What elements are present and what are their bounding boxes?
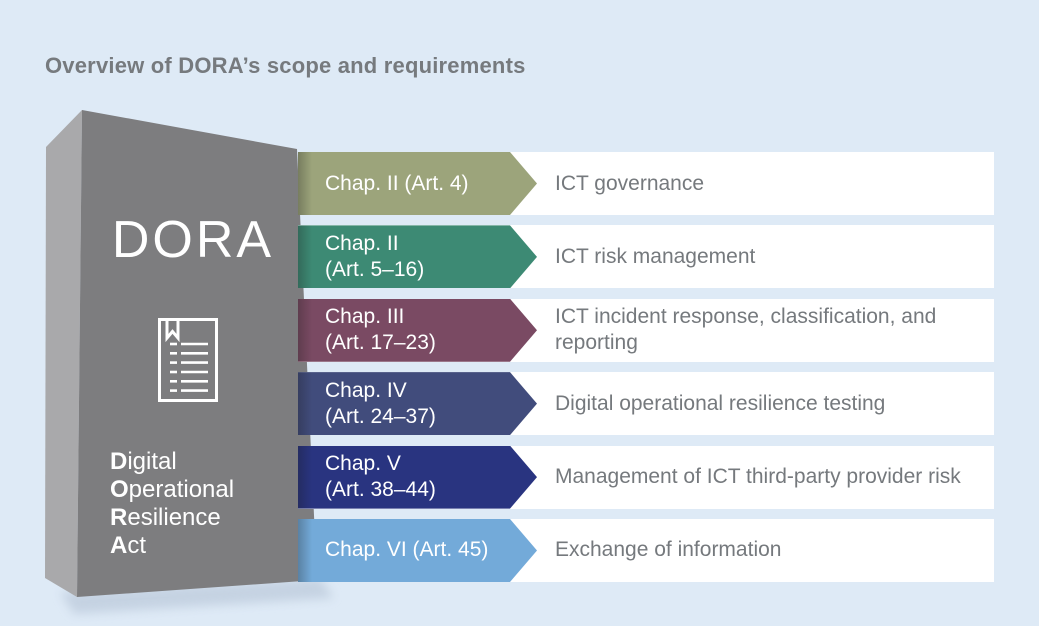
row-description: ICT governance [555,171,705,195]
dora-expansion: Digital Operational Resilience Act [110,448,234,560]
row-resilience-testing: Chap. IV (Art. 24–37) Digital operationa… [298,372,994,436]
document-list-icon [158,318,218,402]
expansion-line-act: Act [110,532,147,559]
row-third-party-risk: Chap. V (Art. 38–44) Management of ICT t… [298,445,994,509]
expansion-line-operational: Operational [110,476,235,503]
row-description: ICT incident response, classification, a… [555,305,937,355]
dora-acronym: DORA [111,211,275,269]
page-title: Overview of DORA’s scope and requirement… [45,53,526,78]
expansion-line-resilience: Resilience [110,504,221,531]
row-ict-incident-response: Chap. III (Art. 17–23) ICT incident resp… [298,298,994,362]
chapter-label: Chap. III (Art. 17–23) [325,305,436,355]
chapter-label: Chap. IV (Art. 24–37) [325,378,436,428]
chapter-arrow: Chap. II (Art. 4) [298,152,537,215]
chapter-arrow: Chap. V (Art. 38–44) [298,445,537,509]
chapter-arrow: Chap. VI (Art. 45) [298,518,537,582]
chapter-label: Chap. VI (Art. 45) [325,538,489,562]
row-ict-risk-management: Chap. II (Art. 5–16) ICT risk management [298,225,994,289]
row-description: Exchange of information [555,538,782,562]
row-ict-governance: Chap. II (Art. 4) ICT governance [298,152,994,215]
chapter-label: Chap. II (Art. 4) [325,171,469,195]
requirement-rows: Chap. II (Art. 4) ICT governance Chap. I… [298,152,994,582]
block-shadow [60,578,334,614]
expansion-line-digital: Digital [110,448,177,475]
chapter-label: Chap. V (Art. 38–44) [325,452,436,502]
row-description: Management of ICT third-party provider r… [555,465,961,489]
row-description: ICT risk management [555,244,756,268]
chapter-arrow: Chap. II (Art. 5–16) [298,225,537,289]
chapter-arrow: Chap. III (Art. 17–23) [298,298,537,362]
chapter-arrow: Chap. IV (Art. 24–37) [298,372,537,436]
block-side-face [45,110,82,597]
row-description: Digital operational resilience testing [555,391,886,415]
row-exchange-of-information: Chap. VI (Art. 45) Exchange of informati… [298,518,994,582]
chapter-label: Chap. II (Art. 5–16) [325,231,425,281]
